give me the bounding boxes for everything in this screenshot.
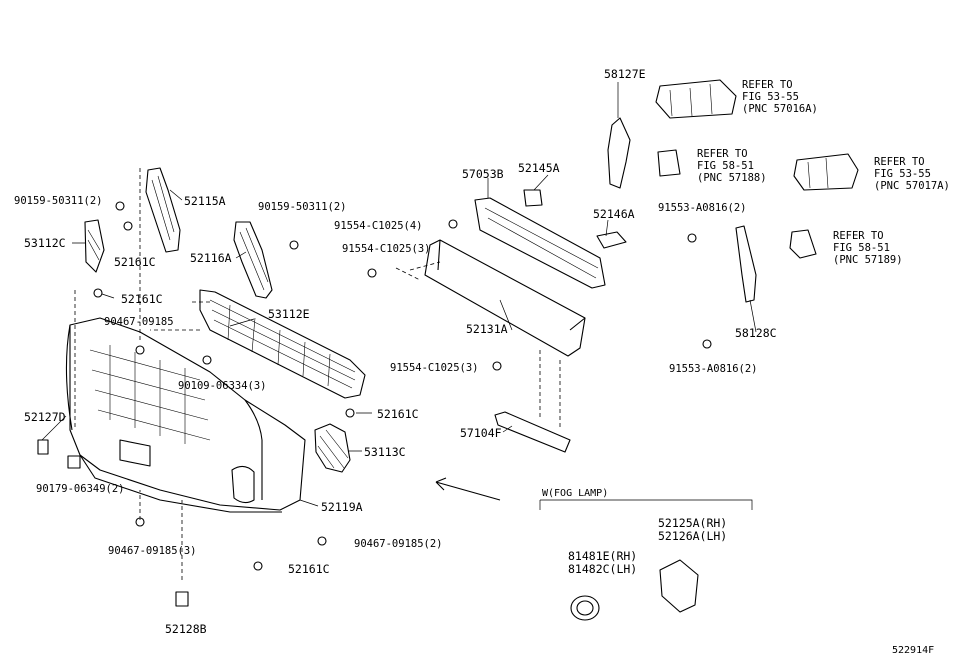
bracket-52115a[interactable] <box>145 167 181 253</box>
label-90159-a: 90159-50311(2) <box>14 195 103 207</box>
bracket-52116a[interactable] <box>233 221 273 299</box>
ref-line2: FIG 58-51 <box>833 242 890 254</box>
ref-line2: FIG 53-55 <box>874 168 931 180</box>
label-52127d: 52127D <box>24 410 66 424</box>
ref-line3: (PNC 57188) <box>697 172 767 184</box>
ref-57016a: REFER TO FIG 53-55 (PNC 57016A) <box>742 79 818 115</box>
label-53112e: 53112E <box>268 307 310 321</box>
label-91553-a: 91553-A0816(2) <box>658 202 747 214</box>
figure-id: 522914F <box>892 645 934 656</box>
ref-line1: REFER TO <box>697 148 748 160</box>
label-53112c: 53112C <box>24 236 66 250</box>
bracket-52145a[interactable] <box>523 189 543 207</box>
ref-57017a: REFER TO FIG 53-55 (PNC 57017A) <box>874 156 950 192</box>
label-52119a: 52119A <box>321 500 363 514</box>
duct-57016a[interactable] <box>655 79 737 119</box>
grille-insert[interactable] <box>199 289 366 399</box>
alignment-lines <box>74 168 561 580</box>
reinforcement-52131a[interactable] <box>424 239 586 357</box>
plate-57104f[interactable] <box>494 411 571 453</box>
label-58127e: 58127E <box>604 67 646 81</box>
label-52161c-b: 52161C <box>121 292 163 306</box>
label-52116a: 52116A <box>190 251 232 265</box>
label-90467-b: 90467-09185(3) <box>108 545 197 557</box>
label-52126a: 52126A(LH) <box>658 529 727 543</box>
ref-line3: (PNC 57016A) <box>742 103 818 115</box>
label-52145a: 52145A <box>518 161 560 175</box>
label-52161c-c: 52161C <box>377 407 419 421</box>
seal-57188[interactable] <box>657 149 681 177</box>
ref-line2: FIG 58-51 <box>697 160 754 172</box>
label-52131a: 52131A <box>466 322 508 336</box>
bracket-52146a[interactable] <box>596 231 627 249</box>
label-57104f: 57104F <box>460 426 502 440</box>
ref-57188: REFER TO FIG 58-51 (PNC 57188) <box>697 148 767 184</box>
bracket-58128c[interactable] <box>735 225 757 303</box>
ref-line1: REFER TO <box>742 79 793 91</box>
label-53113c: 53113C <box>364 445 406 459</box>
label-52125a: 52125A(RH) <box>658 516 727 530</box>
ref-line2: FIG 53-55 <box>742 91 799 103</box>
fog-lamp-group <box>539 499 753 510</box>
retainer-57053b[interactable] <box>474 197 606 289</box>
label-81481e: 81481E(RH) <box>568 549 637 563</box>
duct-57017a[interactable] <box>793 153 859 191</box>
label-52115a: 52115A <box>184 194 226 208</box>
ref-line1: REFER TO <box>833 230 884 242</box>
label-91554-4: 91554-C1025(4) <box>334 220 423 232</box>
ref-line3: (PNC 57017A) <box>874 180 950 192</box>
label-52161c-d: 52161C <box>288 562 330 576</box>
label-90159-b: 90159-50311(2) <box>258 201 347 213</box>
label-58128c: 58128C <box>735 326 777 340</box>
leader-lines <box>41 82 757 507</box>
fasteners <box>93 201 712 571</box>
label-91554-3a: 91554-C1025(3) <box>342 243 431 255</box>
label-91554-3b: 91554-C1025(3) <box>390 362 479 374</box>
label-90467-c: 90467-09185(2) <box>354 538 443 550</box>
label-57053b: 57053B <box>462 167 504 181</box>
label-90467-a: 90467-09185 <box>104 316 174 328</box>
cover-53113c[interactable] <box>314 423 351 473</box>
ref-line1: REFER TO <box>874 156 925 168</box>
clip-52127d[interactable] <box>37 439 49 455</box>
ref-57189: REFER TO FIG 58-51 (PNC 57189) <box>833 230 903 266</box>
label-90109: 90109-06334(3) <box>178 380 267 392</box>
label-52146a: 52146A <box>593 207 635 221</box>
ref-line3: (PNC 57189) <box>833 254 903 266</box>
bracket-58127e[interactable] <box>607 117 631 189</box>
label-91553-b: 91553-A0816(2) <box>669 363 758 375</box>
label-52161c-a: 52161C <box>114 255 156 269</box>
clip-90179[interactable] <box>67 455 81 469</box>
label-90179: 90179-06349(2) <box>36 483 125 495</box>
fog-lamp[interactable] <box>570 595 600 621</box>
label-52128b: 52128B <box>165 622 207 636</box>
fog-lamp-bezel[interactable] <box>659 559 699 613</box>
molding-53112c[interactable] <box>84 219 105 273</box>
label-fog-group: W(FOG LAMP) <box>542 488 608 499</box>
label-81482c: 81482C(LH) <box>568 562 637 576</box>
seal-57189[interactable] <box>789 229 817 259</box>
clip-52128b[interactable] <box>175 591 189 607</box>
front-arrow <box>435 477 501 501</box>
